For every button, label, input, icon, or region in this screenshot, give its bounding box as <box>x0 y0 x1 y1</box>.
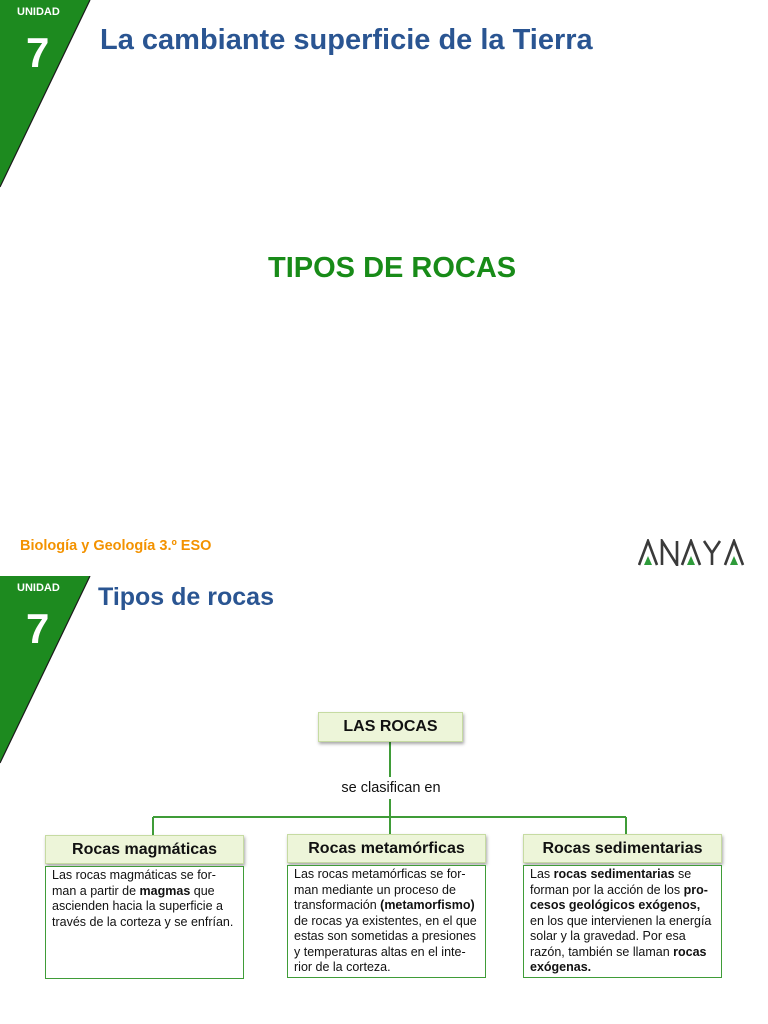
description-line: de rocas ya existentes, en el que <box>294 914 482 930</box>
description-line: través de la corteza y se enfrían. <box>52 915 240 931</box>
text-segment: razón, también se llaman <box>530 944 674 959</box>
unit-badge <box>0 576 91 764</box>
description-line: cesos geológicos exógenos, <box>530 898 718 914</box>
logo-triangle <box>687 556 695 565</box>
category-header-magmaticas: Rocas magmáticas <box>45 835 244 864</box>
description-line: Las rocas sedimentarias se <box>530 867 718 883</box>
description-line: en los que intervienen la energía <box>530 914 718 930</box>
description-line: transformación (metamorfismo) <box>294 898 482 914</box>
text-segment: man mediante un proceso de <box>294 882 456 897</box>
logo-triangle <box>730 556 738 565</box>
text-segment: rior de la corteza. <box>294 960 391 974</box>
category-description-metamorficas: Las rocas metamórficas se for- man media… <box>287 865 486 978</box>
bold-term: (metamorfismo) <box>380 898 475 912</box>
description-line: man a partir de magmas que <box>52 884 240 900</box>
unit-badge-edge <box>0 576 91 764</box>
slide-cover: UNIDAD 7 La cambiante superficie de la T… <box>0 0 745 566</box>
connector-label: se clasifican en <box>331 777 451 799</box>
text-segment: Las rocas metamórficas se for- <box>294 867 466 881</box>
text-segment: transformación <box>294 898 381 912</box>
description-line: exógenas. <box>530 960 718 976</box>
section-heading: TIPOS DE ROCAS <box>268 252 517 284</box>
logo-letter-a <box>638 539 659 566</box>
category-header-sedimentarias: Rocas sedimentarias <box>523 834 722 863</box>
description-line: y temperaturas altas en el inte- <box>294 945 482 961</box>
category-header-metamorficas: Rocas metamórficas <box>287 834 486 863</box>
text-segment: través de la corteza y se enfrían. <box>52 914 234 929</box>
text-segment: en los que intervienen la energía <box>530 913 712 928</box>
course-footer: Biología y Geología 3.º ESO <box>20 538 212 554</box>
text-segment: solar y la gravedad. Por esa <box>530 929 686 943</box>
unit-badge <box>0 0 91 188</box>
unit-label: UNIDAD <box>17 582 60 594</box>
unit-badge-edge <box>0 0 91 188</box>
text-segment: de rocas ya existentes, en el que <box>294 913 477 928</box>
text-segment: Las rocas magmáticas se for- <box>52 868 216 882</box>
bold-term: rocas <box>673 944 707 959</box>
description-line: razón, también se llaman rocas <box>530 945 718 961</box>
category-description-magmaticas: Las rocas magmáticas se for- man a parti… <box>45 866 244 979</box>
logo-letter-a <box>680 539 702 566</box>
unit-title: La cambiante superficie de la Tierra <box>100 24 593 56</box>
text-segment: se <box>674 867 692 881</box>
unit-label: UNIDAD <box>17 6 60 18</box>
description-line: Las rocas magmáticas se for- <box>52 868 240 884</box>
text-segment: forman por la acción de los <box>530 882 684 897</box>
unit-number: 7 <box>26 29 50 76</box>
bold-term: exógenas. <box>530 960 592 974</box>
bold-term: magmas <box>139 883 191 898</box>
text-segment: y temperaturas altas en el inte- <box>294 944 466 959</box>
text-segment: estas son sometidas a presiones <box>294 929 477 943</box>
text-segment: que <box>190 883 215 898</box>
description-line: man mediante un proceso de <box>294 883 482 899</box>
logo-letter-n <box>660 539 679 566</box>
unit-number: 7 <box>26 605 50 652</box>
description-line: estas son sometidas a presiones <box>294 929 482 945</box>
bold-term: rocas sedimentarias <box>553 867 675 881</box>
category-description-sedimentarias: Las rocas sedimentarias se forman por la… <box>523 865 722 978</box>
description-line: solar y la gravedad. Por esa <box>530 929 718 945</box>
description-line: forman por la acción de los pro- <box>530 883 718 899</box>
text-segment: Las <box>530 867 554 881</box>
bold-term: pro- <box>683 882 708 897</box>
logo-letter-y <box>702 540 722 556</box>
description-line: ascienden hacia la superficie a <box>52 899 240 915</box>
description-line: rior de la corteza. <box>294 960 482 976</box>
text-segment: ascienden hacia la superficie a <box>52 899 223 913</box>
description-line: Las rocas metamórficas se for- <box>294 867 482 883</box>
text-segment: man a partir de <box>52 883 140 898</box>
anaya-logo <box>638 539 745 566</box>
logo-triangle <box>644 556 652 565</box>
logo-letter-a <box>723 539 745 566</box>
concept-root-box: LAS ROCAS <box>318 712 463 742</box>
slide-rock-types: UNIDAD 7 Tipos de rocas LAS ROCAS se cla… <box>0 576 768 1024</box>
bold-term: cesos geológicos exógenos, <box>530 898 701 912</box>
slide-title: Tipos de rocas <box>98 583 274 611</box>
